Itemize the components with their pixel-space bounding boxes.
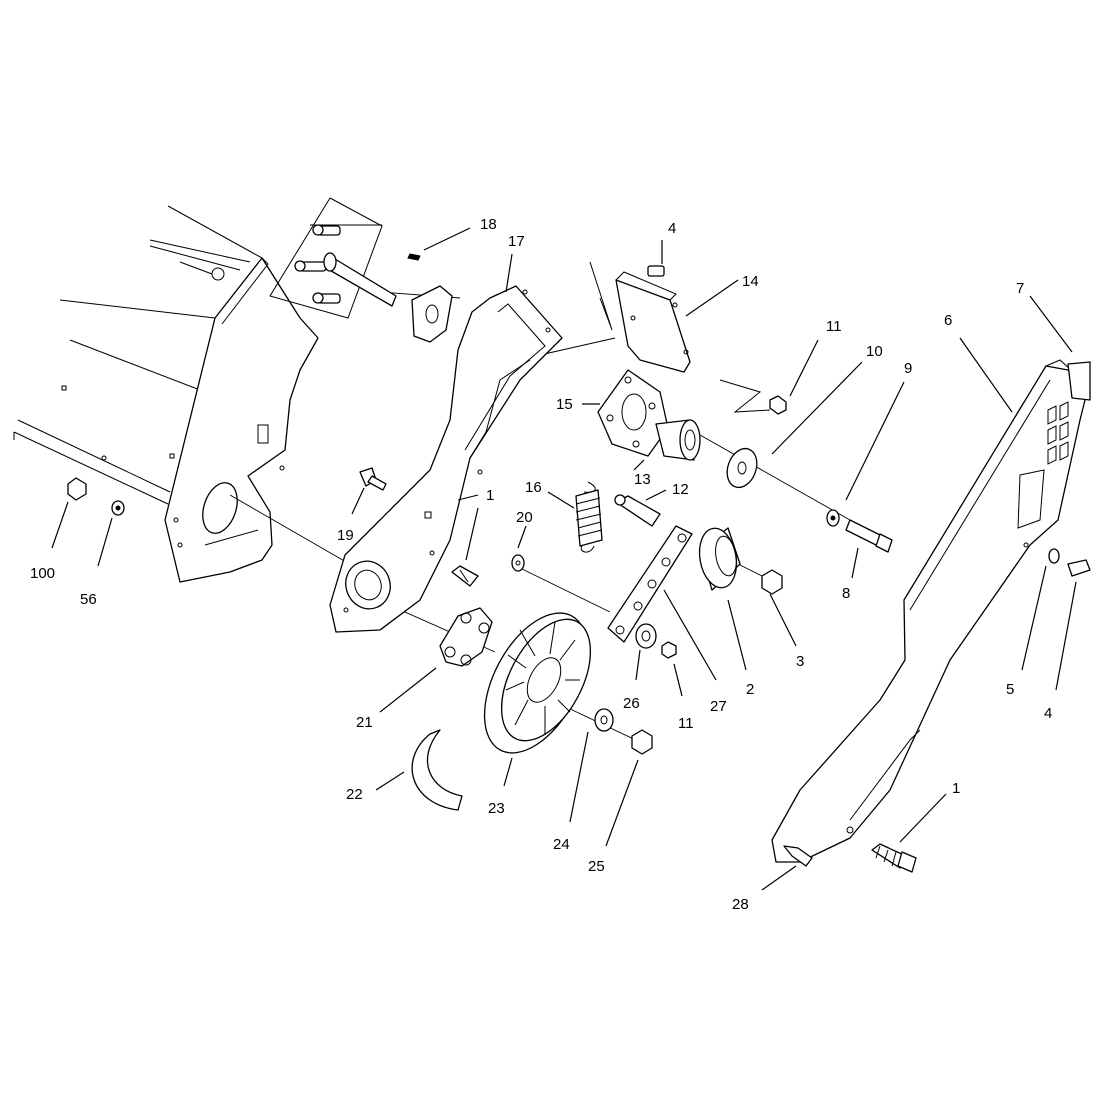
bearing-13	[655, 419, 701, 461]
shaft-assembly	[269, 197, 453, 343]
callout-4-upper: 4	[668, 220, 676, 237]
callout-56: 56	[80, 591, 97, 608]
nut-100	[67, 477, 87, 501]
callout-10: 10	[866, 343, 883, 360]
callout-6: 6	[944, 312, 952, 329]
callout-18: 18	[480, 216, 497, 233]
washer-10	[726, 447, 758, 489]
callout-20: 20	[516, 509, 533, 526]
callout-12: 12	[672, 481, 689, 498]
washer-20	[511, 554, 525, 572]
callout-100: 100	[30, 565, 55, 582]
callout-labels: 100 56 19 1 18 17 4 14 11 10 9 15 13 16 …	[30, 216, 1052, 913]
hub-21	[439, 607, 493, 667]
callout-25: 25	[588, 858, 605, 875]
idler-arm-27	[607, 525, 693, 643]
chain-cover-6	[771, 359, 1087, 863]
callout-3: 3	[796, 653, 804, 670]
bolt-8	[845, 519, 893, 553]
callout-11-upper: 11	[826, 318, 842, 335]
stud-12	[614, 494, 661, 527]
callout-15: 15	[556, 396, 573, 413]
callout-21: 21	[356, 714, 373, 731]
nut-25	[631, 729, 653, 755]
bracket-14	[615, 265, 691, 373]
washer-5	[1048, 548, 1060, 564]
idler-pulley-2	[698, 527, 741, 591]
washer-26	[635, 623, 657, 649]
nut-11-upper	[769, 395, 787, 415]
callout-26: 26	[623, 695, 640, 712]
callout-8: 8	[842, 585, 850, 602]
callout-19: 19	[337, 527, 354, 544]
callout-1-upper: 1	[486, 487, 494, 504]
frame-housing	[13, 205, 319, 583]
callout-22: 22	[346, 786, 363, 803]
leader-lines	[51, 227, 1077, 891]
bolt-4-right	[1067, 559, 1091, 577]
nut-3	[761, 569, 783, 595]
washer-24	[594, 708, 614, 732]
callout-2: 2	[746, 681, 754, 698]
callout-27: 27	[710, 698, 727, 715]
callout-24: 24	[553, 836, 570, 853]
callout-23: 23	[488, 800, 505, 817]
screw-28	[783, 845, 813, 867]
washer-9	[826, 509, 840, 527]
bolt-1-upper	[451, 565, 479, 587]
chain-case	[329, 285, 563, 633]
callout-13: 13	[634, 471, 651, 488]
callout-11-lower: 11	[678, 715, 694, 732]
spring-16	[575, 481, 603, 553]
plate-15	[597, 369, 669, 457]
callout-9: 9	[904, 360, 912, 377]
nut-11-lower	[661, 641, 677, 659]
washer-56	[111, 500, 125, 516]
callout-5: 5	[1006, 681, 1014, 698]
bolt-1-lower	[871, 843, 917, 873]
callout-14: 14	[742, 273, 759, 290]
callout-1-lower: 1	[952, 780, 960, 797]
callout-7: 7	[1016, 280, 1024, 297]
callout-28: 28	[732, 896, 749, 913]
callout-16: 16	[525, 479, 542, 496]
callout-4-right: 4	[1044, 705, 1052, 722]
drive-pulley-23	[483, 612, 592, 754]
callout-17: 17	[508, 233, 525, 250]
bolt-19	[359, 467, 387, 491]
belt-22	[411, 729, 463, 811]
decal-7	[1067, 361, 1091, 401]
